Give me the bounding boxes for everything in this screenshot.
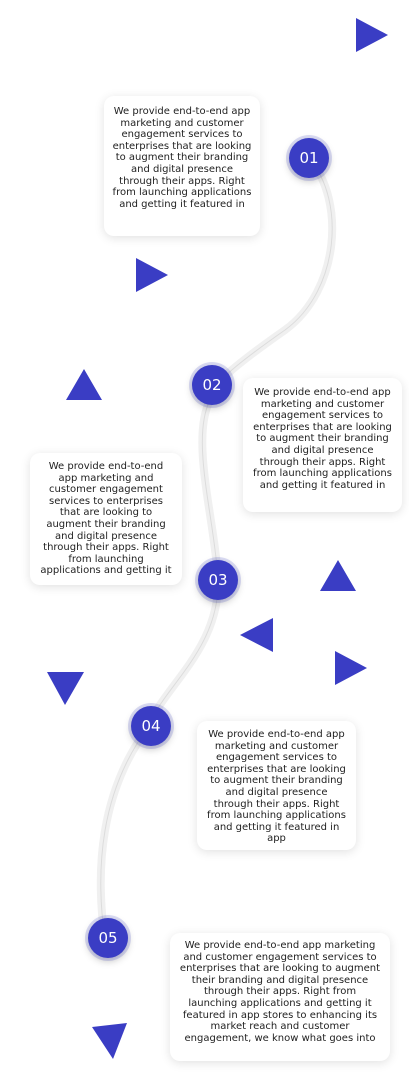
step-card-02: We provide end-to-end app marketing and …: [243, 378, 402, 512]
step-number: 01: [299, 149, 319, 167]
step-node-05[interactable]: 05: [88, 918, 128, 958]
step-number: 03: [208, 571, 228, 589]
step-node-01[interactable]: 01: [289, 138, 329, 178]
step-number: 02: [202, 376, 222, 394]
step-card-04: We provide end-to-end app marketing and …: [197, 721, 356, 850]
step-description: We provide end-to-end app marketing and …: [112, 106, 252, 210]
step-node-04[interactable]: 04: [131, 706, 171, 746]
step-card-01: We provide end-to-end app marketing and …: [104, 96, 260, 236]
step-node-02[interactable]: 02: [192, 365, 232, 405]
step-description: We provide end-to-end app marketing and …: [179, 940, 381, 1044]
step-card-03: We provide end-to-end app marketing and …: [30, 453, 182, 585]
step-card-05: We provide end-to-end app marketing and …: [170, 933, 390, 1061]
step-number: 04: [141, 717, 161, 735]
step-number: 05: [98, 929, 118, 947]
step-node-03[interactable]: 03: [198, 560, 238, 600]
step-description: We provide end-to-end app marketing and …: [207, 729, 346, 845]
step-description: We provide end-to-end app marketing and …: [40, 461, 172, 577]
step-description: We provide end-to-end app marketing and …: [253, 387, 392, 491]
